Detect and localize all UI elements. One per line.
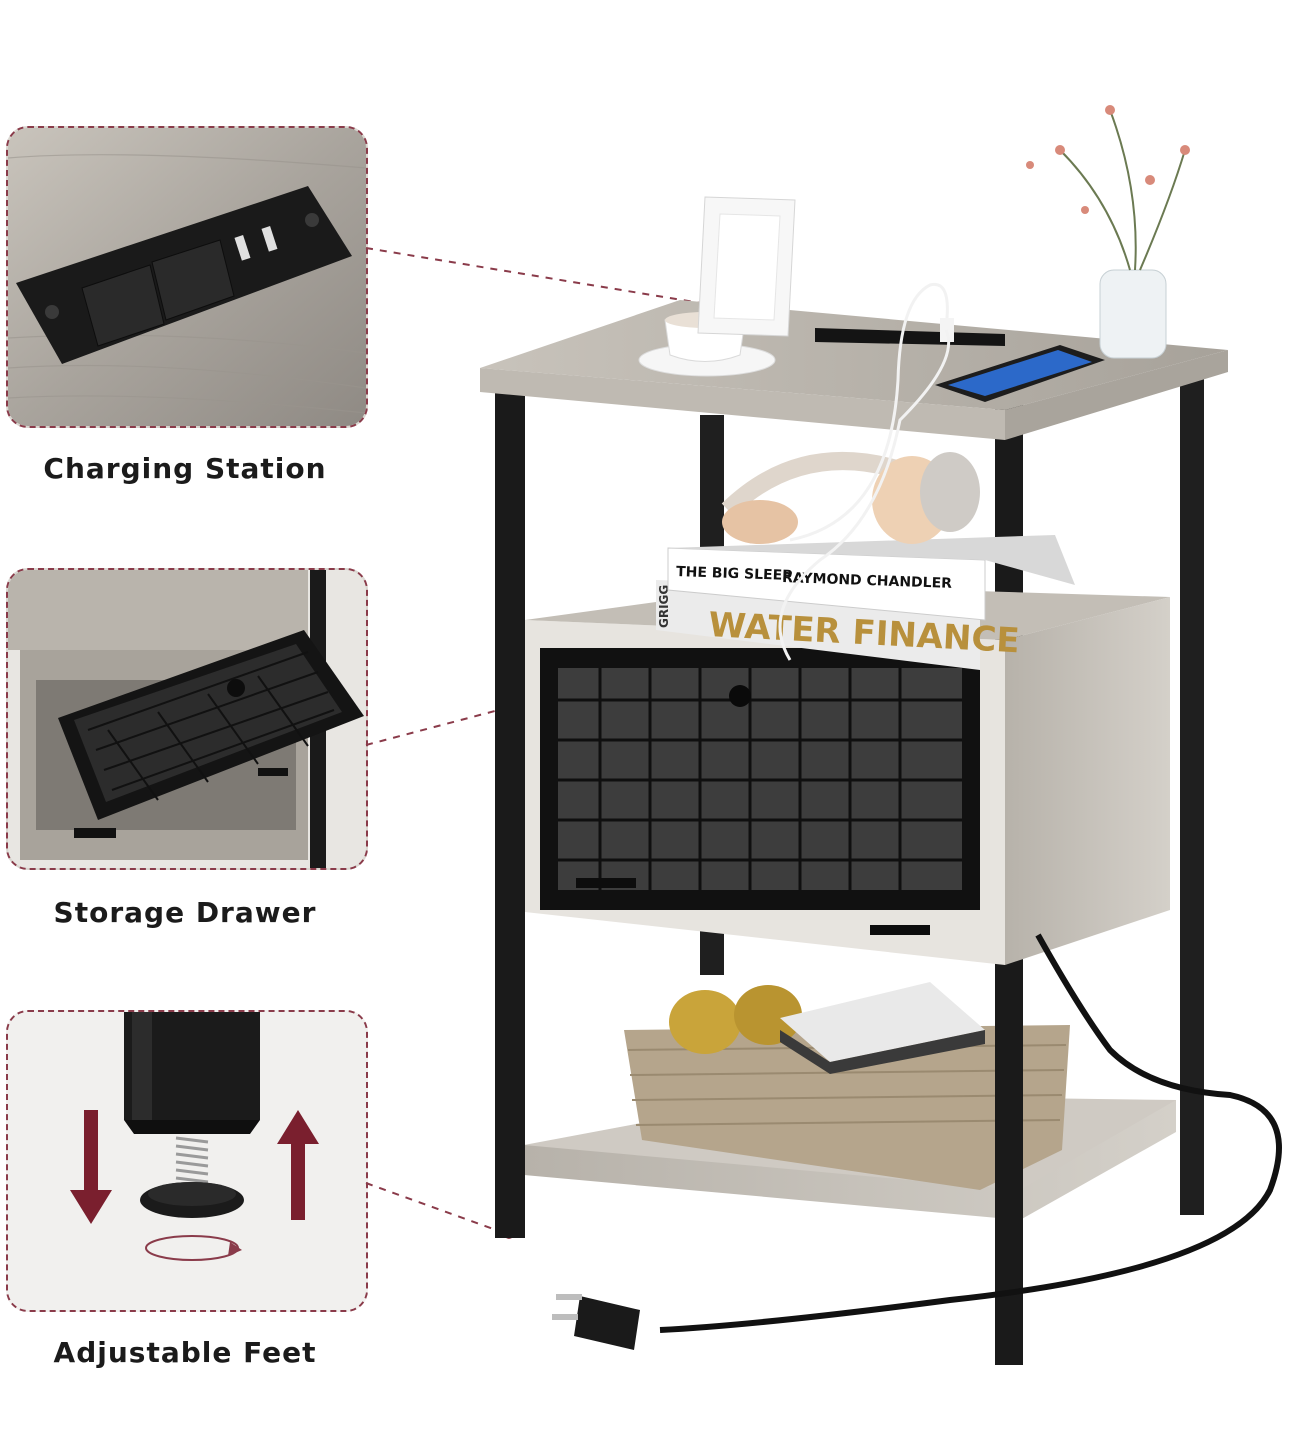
storage-drawer-caption: Storage Drawer — [53, 896, 317, 929]
down-arrow-icon — [70, 1110, 112, 1224]
book-spine-word: GRIGG — [657, 585, 671, 628]
book-title-top: THE BIG SLEEP — [676, 564, 793, 584]
charging-station-closeup — [8, 128, 366, 426]
book-author-top: RAYMOND CHANDLER — [782, 570, 953, 592]
charging-strip — [815, 328, 1005, 346]
adjustable-feet-closeup — [8, 1012, 366, 1310]
adjustable-feet-caption: Adjustable Feet — [53, 1336, 317, 1369]
woven-basket — [624, 982, 1070, 1190]
storage-drawer-callout — [6, 568, 368, 870]
book-stack: WATER FINANCE GRIGG THE BIG SLEEP RAYMON… — [656, 535, 1075, 670]
up-arrow-icon — [277, 1110, 319, 1220]
storage-drawer-closeup — [8, 570, 366, 868]
charging-station-caption: Charging Station — [43, 452, 327, 485]
power-plug — [552, 1294, 640, 1350]
power-cord — [659, 933, 1282, 1333]
charging-station-callout — [6, 126, 368, 428]
adjustable-feet-callout — [6, 1010, 368, 1312]
headphones — [721, 452, 980, 544]
